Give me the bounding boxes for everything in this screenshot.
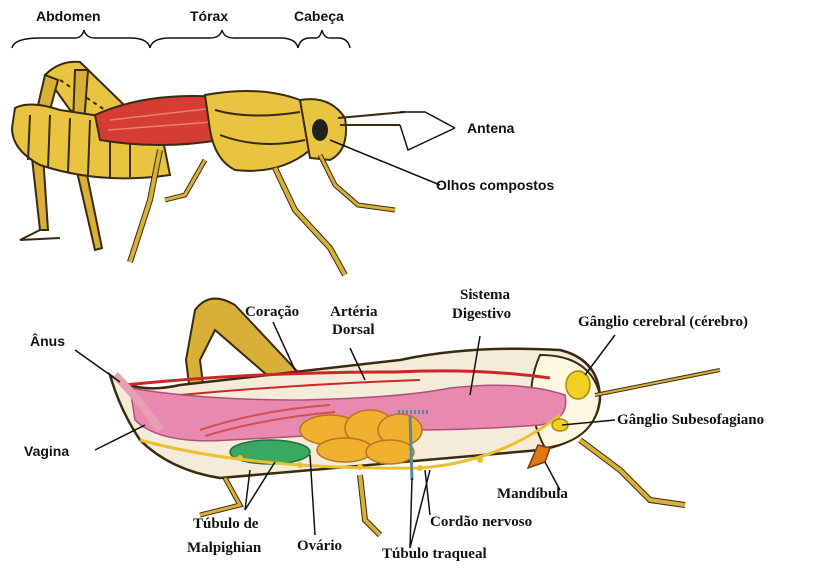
label-digestivo: Digestivo — [452, 306, 511, 322]
label-anus: Ânus — [30, 333, 65, 349]
label-torax: Tórax — [190, 8, 228, 24]
label-dorsal: Dorsal — [332, 322, 375, 338]
cerebral-ganglion — [566, 371, 590, 399]
top-leader-lines — [330, 112, 455, 185]
label-abdomen: Abdomen — [36, 8, 101, 24]
label-malpighian: Malpighian — [187, 540, 261, 556]
label-cabeca: Cabeça — [294, 8, 344, 24]
region-brackets — [12, 30, 350, 48]
label-antena: Antena — [467, 120, 514, 136]
grasshopper-external — [12, 62, 405, 275]
label-mandibula: Mandíbula — [497, 486, 568, 502]
label-coracao: Coração — [245, 304, 299, 320]
tracheal-tube — [410, 415, 412, 480]
label-olhos-compostos: Olhos compostos — [436, 177, 554, 193]
label-cordao-nervoso: Cordão nervoso — [430, 514, 532, 530]
abdomen-bracket — [12, 30, 150, 48]
label-ovario: Ovário — [297, 538, 342, 554]
cabeca-bracket — [298, 30, 350, 48]
label-tubulo-traqueal: Túbulo traqueal — [382, 546, 487, 562]
label-tubulo-de: Túbulo de — [193, 516, 258, 532]
antenna-1 — [338, 112, 405, 118]
label-ganglio-subesofagiano: Gânglio Subesofagiano — [617, 412, 764, 428]
label-ganglio-cerebral: Gânglio cerebral (cérebro) — [578, 314, 748, 330]
label-vagina: Vagina — [24, 443, 69, 459]
label-arteria: Artéria — [330, 304, 377, 320]
label-sistema: Sistema — [460, 287, 510, 303]
front-leg-1 — [320, 155, 395, 210]
compound-eye — [312, 119, 328, 141]
pronotum — [205, 91, 310, 171]
torax-bracket — [150, 30, 298, 48]
